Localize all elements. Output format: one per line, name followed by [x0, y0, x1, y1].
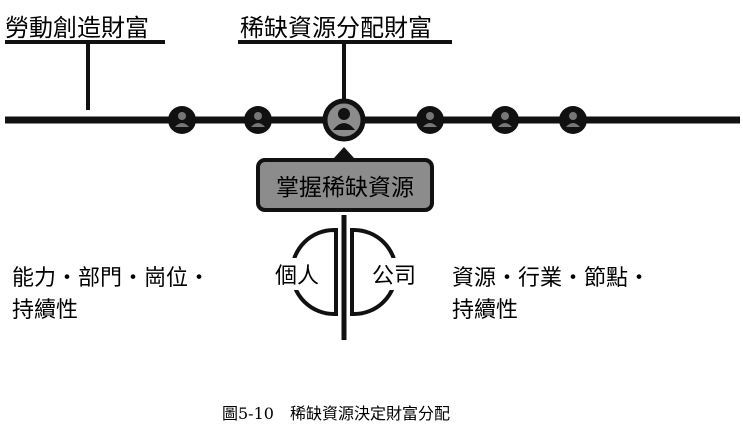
company-attrs-line2: 持續性 [452, 298, 519, 323]
scarce-label: 稀缺資源分配財富 [240, 14, 432, 42]
person-attrs-line1: 能力・部門・崗位・ [12, 266, 211, 291]
labor-label: 勞動創造財富 [5, 14, 149, 42]
person-label: 個人 [275, 258, 320, 290]
person-node-icon [244, 106, 272, 134]
person-node-icon [168, 106, 196, 134]
person-node-icon [559, 106, 587, 134]
company-attrs-line1: 資源・行業・節點・ [452, 266, 651, 291]
callout-arrow [334, 147, 354, 158]
person-node-highlight-icon [322, 98, 366, 142]
grasp-box: 掌握稀缺資源 [256, 158, 434, 212]
figure-caption: 圖5-10 稀缺資源決定財富分配 [222, 404, 450, 423]
person-node-icon [416, 106, 444, 134]
person-attrs-line2: 持續性 [12, 298, 79, 323]
company-label: 公司 [372, 258, 417, 290]
person-node-icon [491, 106, 519, 134]
